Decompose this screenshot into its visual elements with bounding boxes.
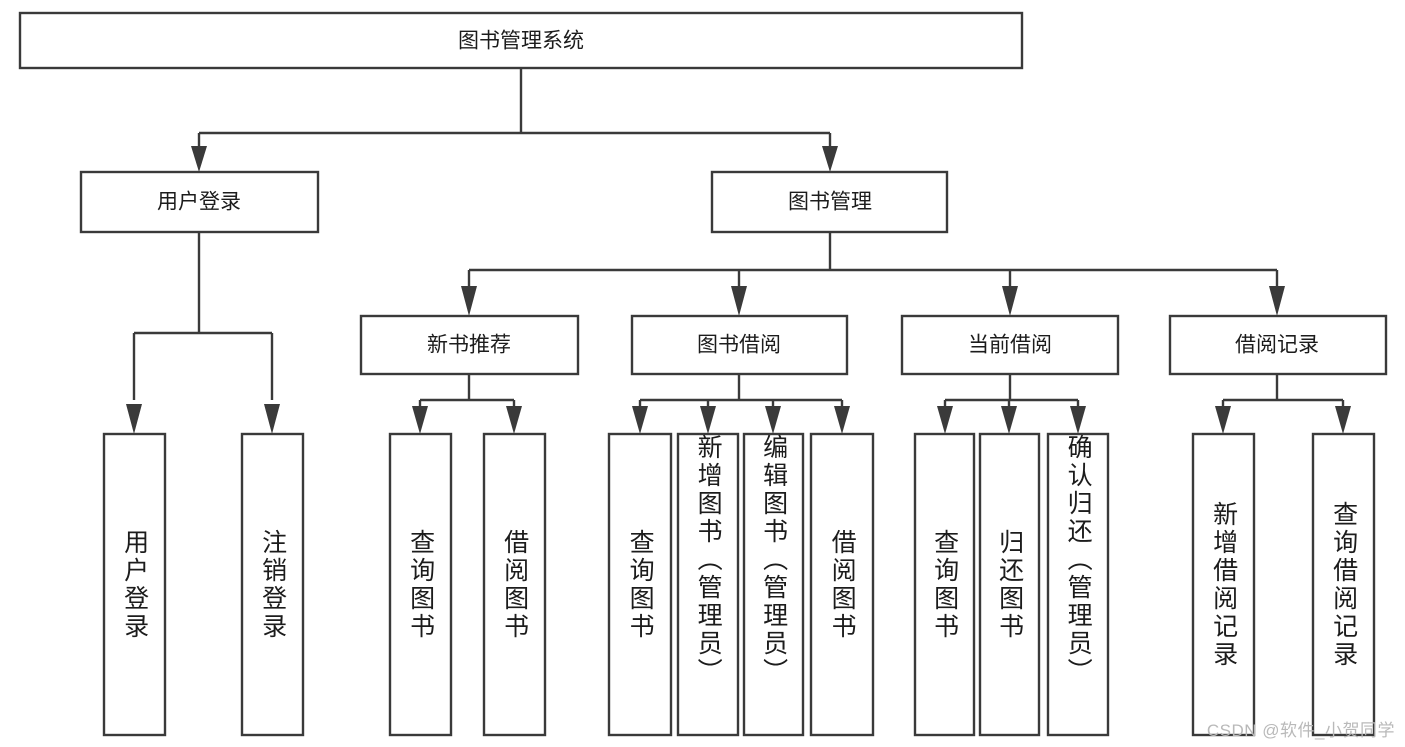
node-box-leaf-8[interactable] bbox=[913, 432, 976, 737]
label-current-borrow: 当前借阅 bbox=[968, 334, 1052, 357]
node-box-leaf-12[interactable] bbox=[1311, 432, 1376, 737]
label-borrow-record: 借阅记录 bbox=[1235, 334, 1319, 357]
arrow-head-icon bbox=[1335, 406, 1351, 434]
arrow-head-icon bbox=[822, 146, 838, 172]
arrow-head-icon bbox=[1215, 406, 1231, 434]
node-box-leaf-10[interactable] bbox=[1046, 432, 1110, 737]
connector-bookmgmt-to-level3 bbox=[461, 232, 1285, 316]
node-box-new-book-recommend[interactable] bbox=[359, 314, 580, 376]
node-box-user-login[interactable] bbox=[79, 170, 320, 234]
node-box-leaf-5[interactable] bbox=[676, 432, 740, 737]
node-box-leaf-6[interactable] bbox=[742, 432, 805, 737]
label-book-borrow: 图书借阅 bbox=[697, 334, 781, 357]
node-box-book-management[interactable] bbox=[710, 170, 949, 234]
connector-userlogin-to-leaves bbox=[126, 232, 280, 434]
arrow-head-icon bbox=[1002, 286, 1018, 316]
arrow-head-icon bbox=[700, 406, 716, 434]
connector-record-to-leaves bbox=[1215, 374, 1351, 434]
label-user-login: 用户登录 bbox=[157, 191, 241, 214]
label-root: 图书管理系统 bbox=[458, 30, 584, 53]
arrow-head-icon bbox=[731, 286, 747, 316]
label-new-book-recommend: 新书推荐 bbox=[427, 334, 511, 357]
arrow-head-icon bbox=[126, 404, 142, 434]
node-box-leaf-3[interactable] bbox=[482, 432, 547, 737]
arrow-head-icon bbox=[834, 406, 850, 434]
connector-current-to-leaves bbox=[937, 374, 1086, 434]
node-box-borrow-record[interactable] bbox=[1168, 314, 1388, 376]
node-box-leaf-7[interactable] bbox=[809, 432, 875, 737]
arrow-head-icon bbox=[632, 406, 648, 434]
node-box-root[interactable] bbox=[18, 11, 1024, 70]
arrow-head-icon bbox=[412, 406, 428, 434]
arrow-head-icon bbox=[1269, 286, 1285, 316]
node-box-book-borrow[interactable] bbox=[630, 314, 849, 376]
label-book-management: 图书管理 bbox=[788, 191, 872, 214]
node-box-leaf-9[interactable] bbox=[978, 432, 1041, 737]
connector-root-to-level2 bbox=[191, 68, 838, 172]
watermark-text: CSDN @软件_小贺同学 bbox=[1206, 721, 1395, 740]
arrow-head-icon bbox=[1001, 406, 1017, 434]
arrow-head-icon bbox=[937, 406, 953, 434]
arrow-head-icon bbox=[506, 406, 522, 434]
arrow-head-icon bbox=[1070, 406, 1086, 434]
node-box-leaf-0[interactable] bbox=[102, 432, 167, 737]
connector-borrow-to-leaves bbox=[632, 374, 850, 434]
node-box-current-borrow[interactable] bbox=[900, 314, 1120, 376]
node-box-leaf-2[interactable] bbox=[388, 432, 453, 737]
node-box-leaf-11[interactable] bbox=[1191, 432, 1256, 737]
node-box-leaf-4[interactable] bbox=[607, 432, 673, 737]
arrow-head-icon bbox=[765, 406, 781, 434]
node-box-leaf-1[interactable] bbox=[240, 432, 305, 737]
connector-newbook-to-leaves bbox=[412, 374, 522, 434]
arrow-head-icon bbox=[264, 404, 280, 434]
arrow-head-icon bbox=[461, 286, 477, 316]
arrow-head-icon bbox=[191, 146, 207, 172]
